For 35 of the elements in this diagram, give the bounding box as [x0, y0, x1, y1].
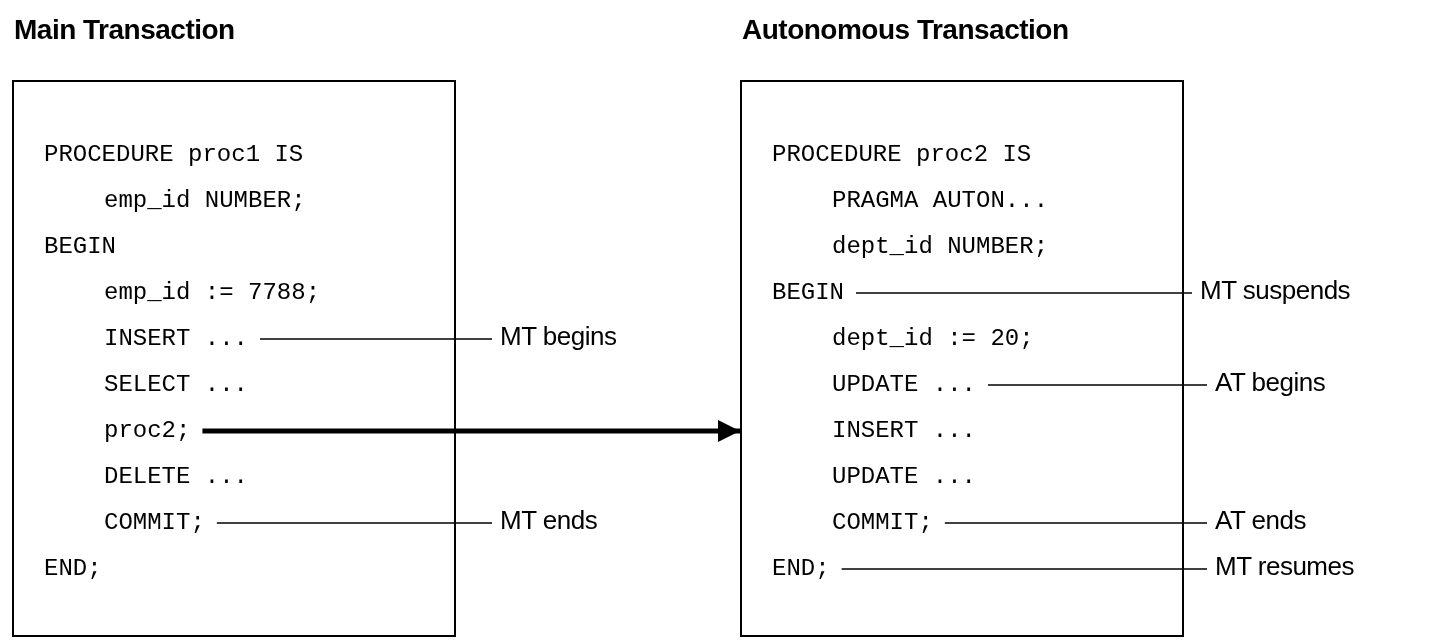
- annotation: MT suspends: [1200, 275, 1351, 305]
- leader-line: [259, 338, 493, 340]
- code-line: proc2;: [104, 416, 191, 446]
- code-line: UPDATE ...: [832, 370, 977, 400]
- code-line: COMMIT;: [104, 508, 205, 538]
- code-line: dept_id := 20;: [832, 324, 1034, 354]
- leader-line: [216, 522, 493, 524]
- code-line: PROCEDURE proc1 IS: [44, 140, 304, 170]
- annotation: AT ends: [1215, 505, 1306, 535]
- code-line: emp_id := 7788;: [104, 278, 321, 308]
- leader-line: [840, 568, 1208, 570]
- panel-heading: Main Transaction: [14, 14, 235, 46]
- code-line: emp_id NUMBER;: [104, 186, 306, 216]
- code-line: END;: [772, 554, 830, 584]
- code-line: dept_id NUMBER;: [832, 232, 1049, 262]
- annotation: MT resumes: [1215, 551, 1354, 581]
- code-line: INSERT ...: [104, 324, 249, 354]
- annotation: MT ends: [500, 505, 598, 535]
- annotation: MT begins: [500, 321, 617, 351]
- code-line: INSERT ...: [832, 416, 977, 446]
- code-line: SELECT ...: [104, 370, 249, 400]
- annotation: AT begins: [1215, 367, 1326, 397]
- code-line: UPDATE ...: [832, 462, 977, 492]
- code-line: COMMIT;: [832, 508, 933, 538]
- code-line: DELETE ...: [104, 462, 249, 492]
- code-line: PRAGMA AUTON...: [832, 186, 1049, 216]
- leader-line: [855, 292, 1193, 294]
- leader-line: [987, 384, 1208, 386]
- panel-heading: Autonomous Transaction: [742, 14, 1069, 46]
- arrow: [202, 419, 740, 443]
- code-line: END;: [44, 554, 102, 584]
- code-line: PROCEDURE proc2 IS: [772, 140, 1032, 170]
- leader-line: [944, 522, 1208, 524]
- code-line: BEGIN: [772, 278, 844, 308]
- code-line: BEGIN: [44, 232, 116, 262]
